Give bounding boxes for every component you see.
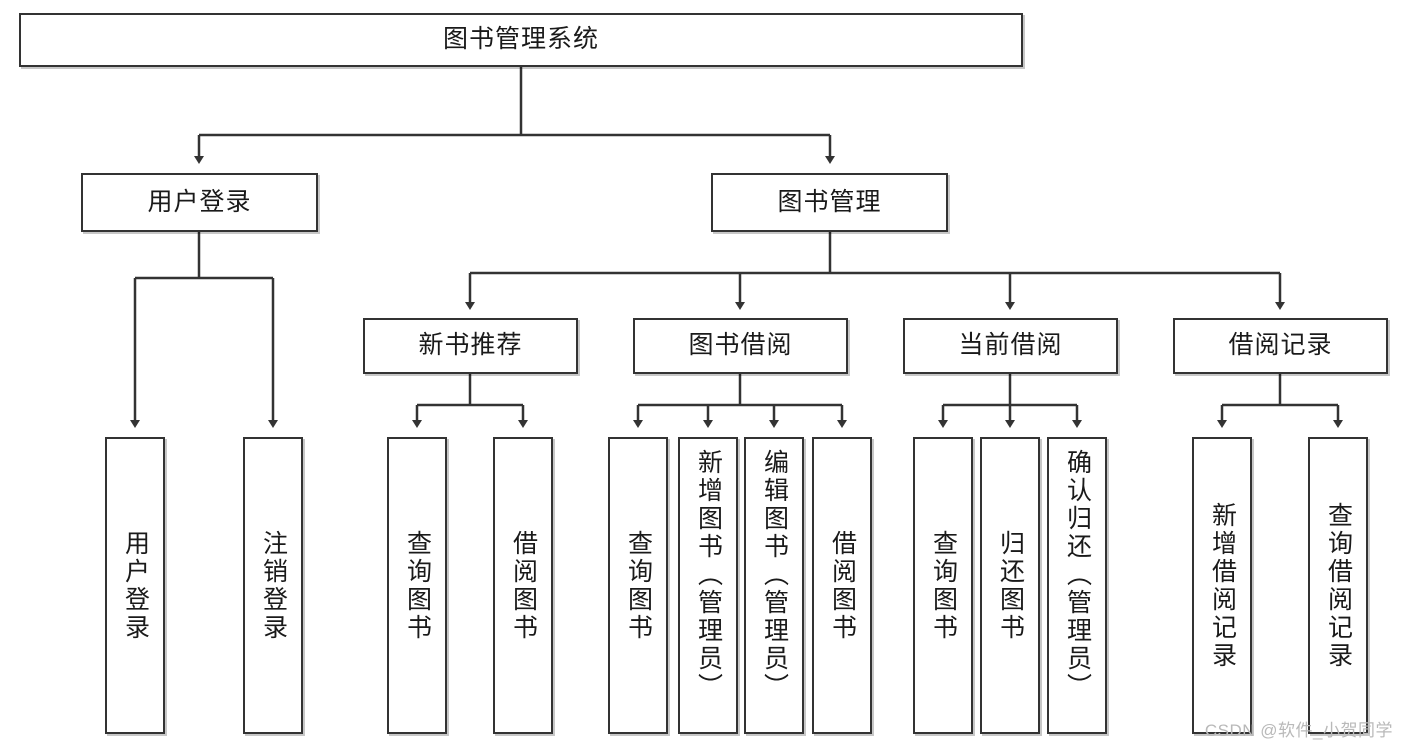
- node-label: 确认归还（管理员）: [1063, 449, 1092, 701]
- node-leaf-query-book-2[interactable]: 查询图书: [608, 437, 668, 734]
- node-leaf-borrow-book-1[interactable]: 借阅图书: [493, 437, 553, 734]
- node-leaf-query-book-1[interactable]: 查询图书: [387, 437, 447, 734]
- node-label: 查询图书: [403, 529, 432, 642]
- node-label: 当前借阅: [958, 331, 1063, 360]
- node-leaf-confirm-return[interactable]: 确认归还（管理员）: [1047, 437, 1107, 734]
- node-book-manage[interactable]: 图书管理: [711, 173, 948, 232]
- node-leaf-return-book[interactable]: 归还图书: [980, 437, 1040, 734]
- node-leaf-query-book-3[interactable]: 查询图书: [913, 437, 973, 734]
- node-leaf-edit-book[interactable]: 编辑图书（管理员）: [744, 437, 804, 734]
- node-label: 借阅图书: [509, 529, 538, 642]
- node-label: 借阅记录: [1228, 331, 1333, 360]
- node-label: 图书管理系统: [442, 25, 599, 54]
- node-label: 新书推荐: [418, 331, 523, 360]
- node-label: 归还图书: [996, 529, 1025, 642]
- node-root-system[interactable]: 图书管理系统: [19, 13, 1023, 67]
- node-leaf-user-login[interactable]: 用户登录: [105, 437, 165, 734]
- node-label: 用户登录: [147, 187, 252, 216]
- node-label: 用户登录: [121, 529, 150, 642]
- node-new-book-recommend[interactable]: 新书推荐: [363, 318, 578, 374]
- node-label: 查询图书: [929, 529, 958, 642]
- node-borrow-record[interactable]: 借阅记录: [1173, 318, 1388, 374]
- node-label: 注销登录: [259, 529, 288, 642]
- node-current-borrow[interactable]: 当前借阅: [903, 318, 1118, 374]
- node-leaf-logout-login[interactable]: 注销登录: [243, 437, 303, 734]
- node-label: 新增图书（管理员）: [694, 449, 723, 701]
- node-leaf-query-record[interactable]: 查询借阅记录: [1308, 437, 1368, 734]
- node-label: 图书借阅: [688, 331, 793, 360]
- node-label: 编辑图书（管理员）: [760, 449, 789, 701]
- node-label: 借阅图书: [828, 529, 857, 642]
- node-label: 新增借阅记录: [1208, 501, 1237, 670]
- node-leaf-add-book[interactable]: 新增图书（管理员）: [678, 437, 738, 734]
- node-leaf-borrow-book-2[interactable]: 借阅图书: [812, 437, 872, 734]
- node-book-borrow[interactable]: 图书借阅: [633, 318, 848, 374]
- node-label: 图书管理: [777, 187, 882, 216]
- node-label: 查询图书: [624, 529, 653, 642]
- node-user-login[interactable]: 用户登录: [81, 173, 318, 232]
- node-leaf-add-record[interactable]: 新增借阅记录: [1192, 437, 1252, 734]
- node-label: 查询借阅记录: [1324, 501, 1353, 670]
- csdn-watermark: CSDN @软件_小贺同学: [1204, 721, 1393, 740]
